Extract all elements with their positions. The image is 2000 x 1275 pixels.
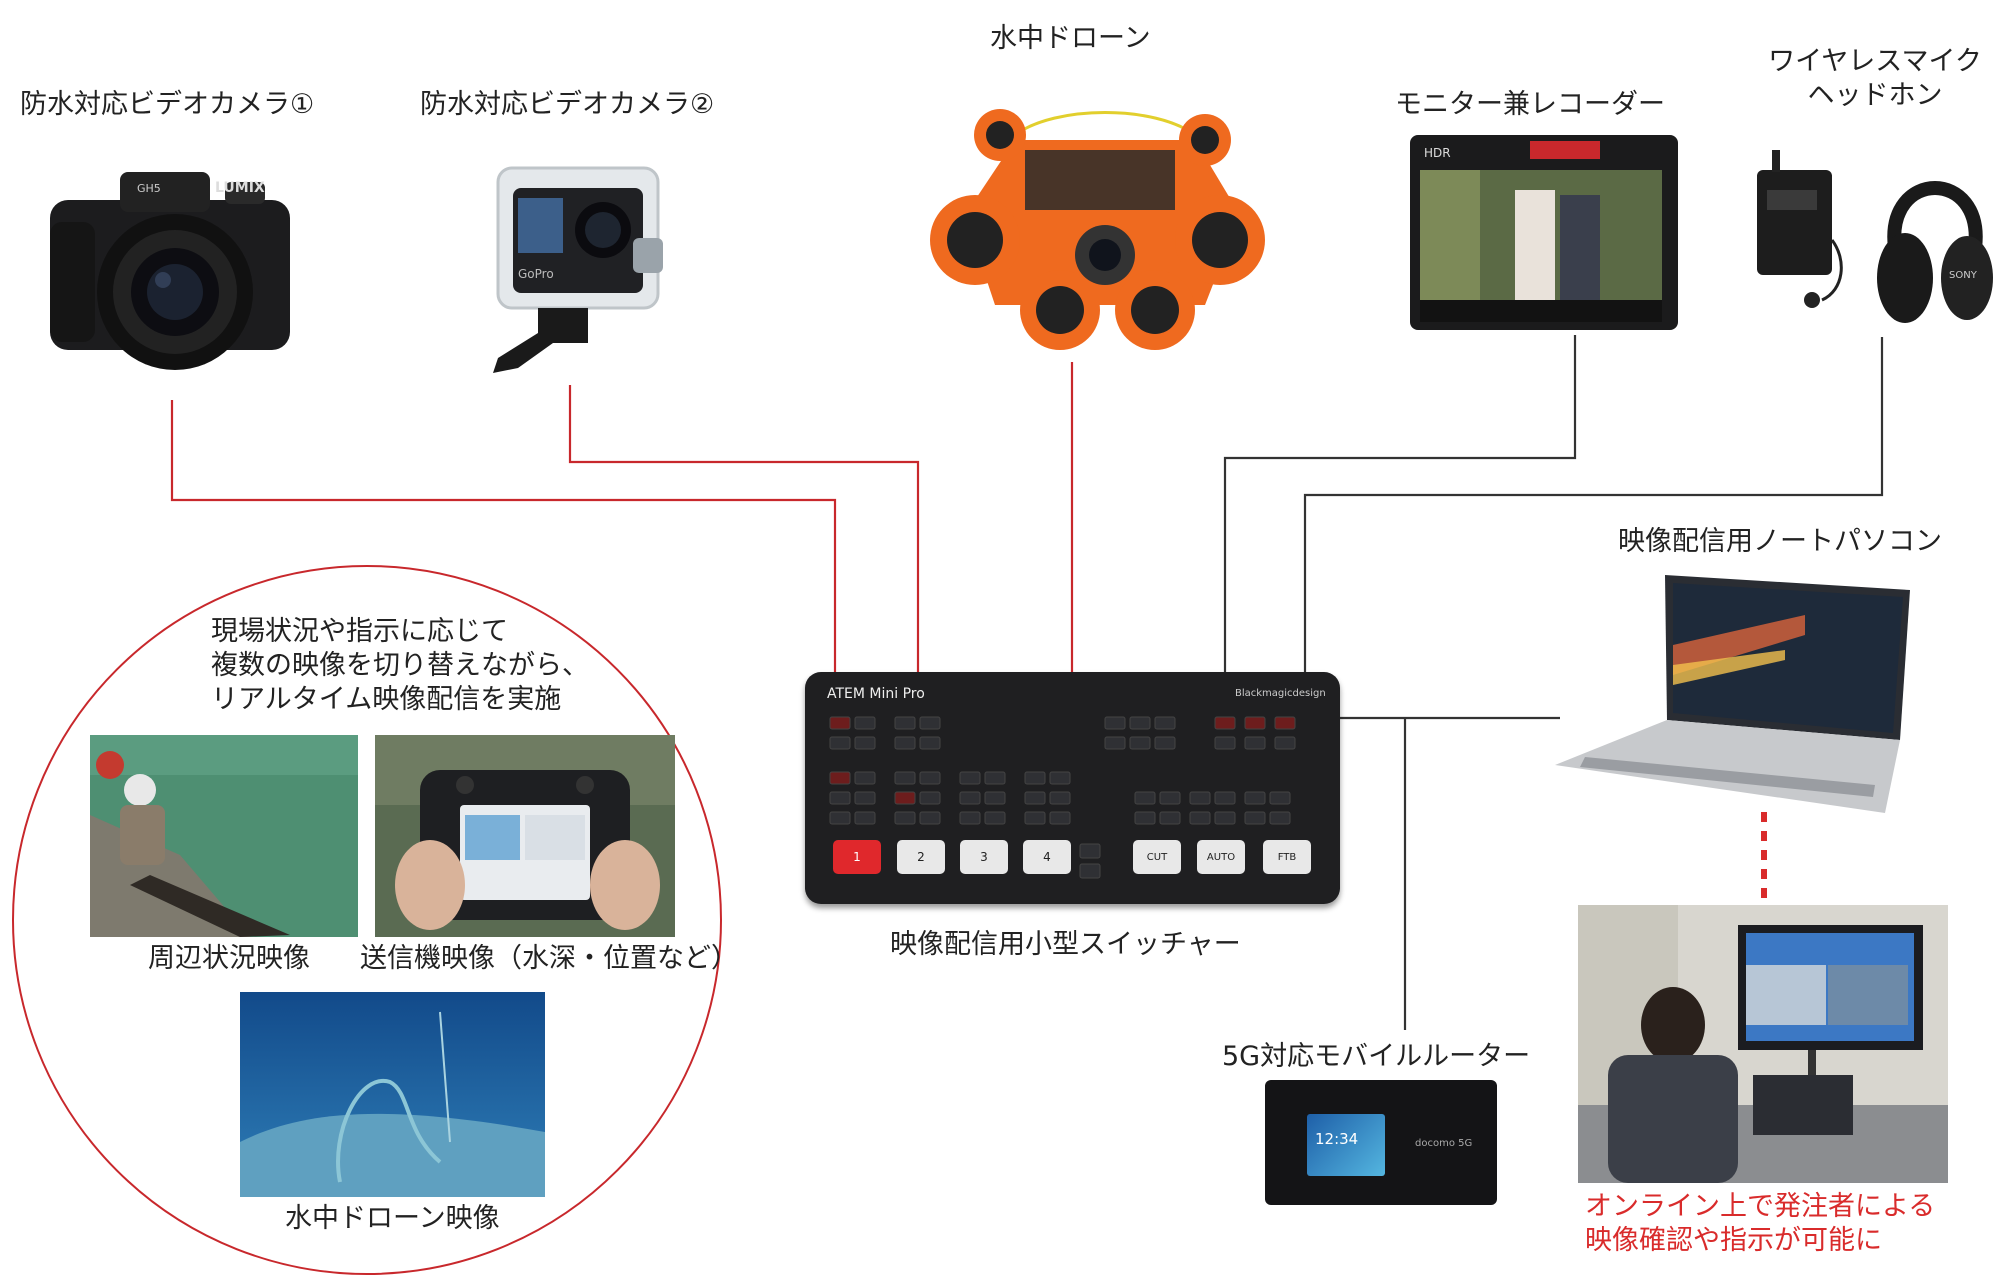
router-time: 12:34: [1315, 1130, 1359, 1148]
label-mic-headphone: ワイヤレスマイク ヘッドホン: [1755, 45, 1995, 113]
label-monitor: モニター兼レコーダー: [1395, 89, 1665, 120]
monitor-brand: HDR: [1424, 146, 1451, 160]
label-headphone: ヘッドホン: [1807, 79, 1943, 111]
label-online: オンライン上で発注者による 映像確認や指示が可能に: [1585, 1190, 1935, 1258]
camera1-model: GH5: [137, 182, 161, 195]
camera2-brand: GoPro: [518, 267, 554, 281]
router-screen: 12:34: [1307, 1114, 1385, 1176]
camera1-image: LUMIX GH5: [50, 172, 290, 370]
site-photo: [90, 735, 358, 937]
caption-site: 周辺状況映像: [148, 943, 310, 974]
office-photo: [1578, 905, 1948, 1183]
monitor-image: HDR: [1410, 135, 1678, 330]
label-switcher: 映像配信用小型スイッチャー: [890, 929, 1241, 960]
label-drone: 水中ドローン: [990, 23, 1151, 54]
circle-line2: 複数の映像を切り替えながら、: [211, 649, 589, 681]
label-laptop: 映像配信用ノートパソコン: [1618, 526, 1942, 557]
label-online-line2: 映像確認や指示が可能に: [1585, 1224, 1882, 1256]
switcher-button-cut: CUT: [1133, 840, 1181, 874]
label-camera1: 防水対応ビデオカメラ①: [20, 89, 315, 120]
switcher-button-1: 1: [833, 840, 881, 874]
circle-text: 現場状況や指示に応じて 複数の映像を切り替えながら、 リアルタイム映像配信を実施: [211, 615, 589, 716]
drone-footage-photo: [240, 992, 545, 1197]
camera2-image: GoPro: [493, 166, 663, 373]
transmitter-photo-art: [375, 735, 675, 937]
wire-monitor-to-switcher: [1223, 335, 1577, 672]
label-mic: ワイヤレスマイク: [1768, 46, 1982, 77]
switcher-button-ftb: FTB: [1263, 840, 1311, 874]
label-camera2: 防水対応ビデオカメラ②: [420, 89, 715, 120]
caption-drone: 水中ドローン映像: [285, 1203, 500, 1234]
drone-image: [930, 109, 1265, 350]
streaming-circle: [12, 565, 722, 1275]
switcher-brand: Blackmagicdesign: [1235, 688, 1326, 699]
label-online-line1: オンライン上で発注者による: [1585, 1191, 1936, 1222]
switcher-button-3: 3: [960, 840, 1008, 874]
wire-camera2-to-switcher: [568, 385, 920, 672]
office-photo-art: [1578, 905, 1948, 1183]
router-brand: docomo 5G: [1415, 1138, 1473, 1149]
laptop-image: [1555, 575, 1910, 813]
camera1-brand: LUMIX: [215, 180, 265, 196]
switcher-button-auto: AUTO: [1197, 840, 1245, 874]
site-photo-art: [90, 735, 358, 937]
headphone-image: SONY: [1877, 181, 1993, 323]
transmitter-photo: [375, 735, 675, 937]
switcher-button-4: 4: [1023, 840, 1071, 874]
switcher-small-buttons: [829, 716, 1296, 879]
circle-line3: リアルタイム映像配信を実施: [211, 683, 562, 715]
switcher-model: ATEM Mini Pro: [827, 686, 925, 702]
switcher-image: ATEM Mini Pro Blackmagicdesign: [805, 672, 1340, 904]
mic-image: [1757, 150, 1843, 308]
switcher-button-2: 2: [897, 840, 945, 874]
circle-line1: 現場状況や指示に応じて: [211, 616, 508, 647]
wire-mic-to-switcher: [1303, 337, 1884, 672]
caption-transmitter: 送信機映像（水深・位置など）: [360, 943, 738, 974]
drone-footage-art: [240, 992, 545, 1197]
wire-camera1-to-switcher: [170, 400, 837, 672]
headphone-brand: SONY: [1949, 270, 1978, 281]
router-image: 12:34 docomo 5G: [1265, 1080, 1497, 1205]
label-router: 5G対応モバイルルーター: [1222, 1041, 1531, 1072]
